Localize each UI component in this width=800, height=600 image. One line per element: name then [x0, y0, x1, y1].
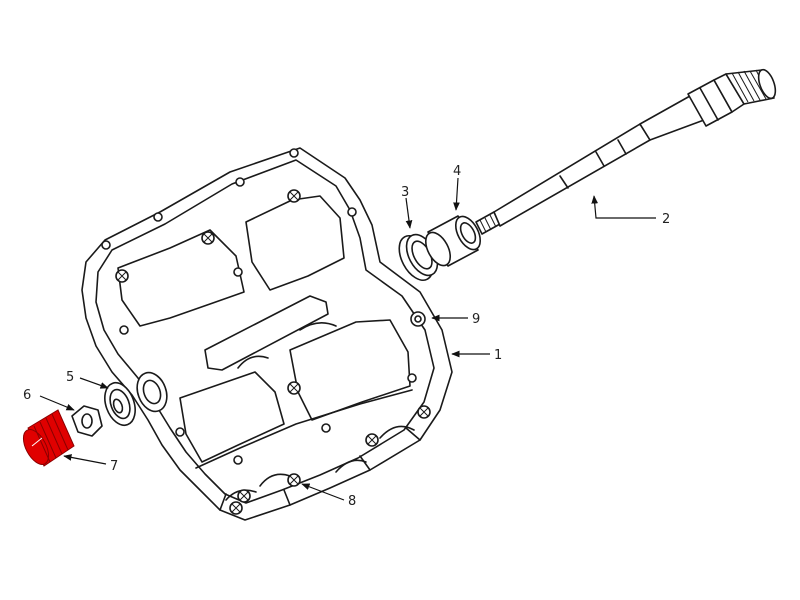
part-9-pin: [410, 311, 426, 327]
screw: [287, 189, 301, 203]
screw: [365, 433, 379, 447]
callout-7: 7: [110, 459, 118, 474]
screw: [417, 405, 431, 419]
callout-3: 3: [401, 185, 409, 200]
pin: [235, 177, 245, 187]
screw: [237, 489, 251, 503]
pin: [101, 240, 111, 250]
callout-labels: 1 2 3 4 5 6 7 8 9: [23, 164, 670, 509]
leader-7: [63, 454, 107, 465]
leader-2: [591, 195, 656, 219]
pin: [153, 212, 163, 222]
callout-leaders: [39, 177, 656, 501]
part-5-bearing: [104, 381, 136, 427]
screw: [115, 269, 129, 283]
screw: [287, 473, 301, 487]
callout-2: 2: [662, 212, 670, 227]
part-7-end-cap: [22, 409, 75, 467]
part-1-pedal-body: [81, 147, 453, 521]
screw: [201, 231, 215, 245]
callout-6: 6: [23, 388, 31, 403]
leader-4: [453, 177, 460, 211]
pin: [347, 207, 357, 217]
leader-6: [39, 395, 75, 411]
pin: [289, 148, 299, 158]
part-6-nut: [71, 405, 103, 437]
pin: [321, 423, 331, 433]
callout-1: 1: [494, 348, 502, 363]
leader-5: [79, 377, 109, 389]
pin: [407, 373, 417, 383]
callout-9: 9: [472, 312, 480, 327]
part-4-bushing: [424, 215, 482, 267]
leader-3: [405, 197, 413, 229]
callout-4: 4: [453, 164, 461, 179]
callout-8: 8: [348, 494, 356, 509]
pin: [233, 455, 243, 465]
pin: [119, 325, 129, 335]
leader-8: [301, 483, 345, 501]
screw: [229, 501, 243, 515]
part-2-spindle: [475, 68, 777, 235]
part-8-screws: [115, 189, 431, 515]
callout-5: 5: [66, 370, 74, 385]
pin: [175, 427, 185, 437]
pin: [233, 267, 243, 277]
screw: [287, 381, 301, 395]
